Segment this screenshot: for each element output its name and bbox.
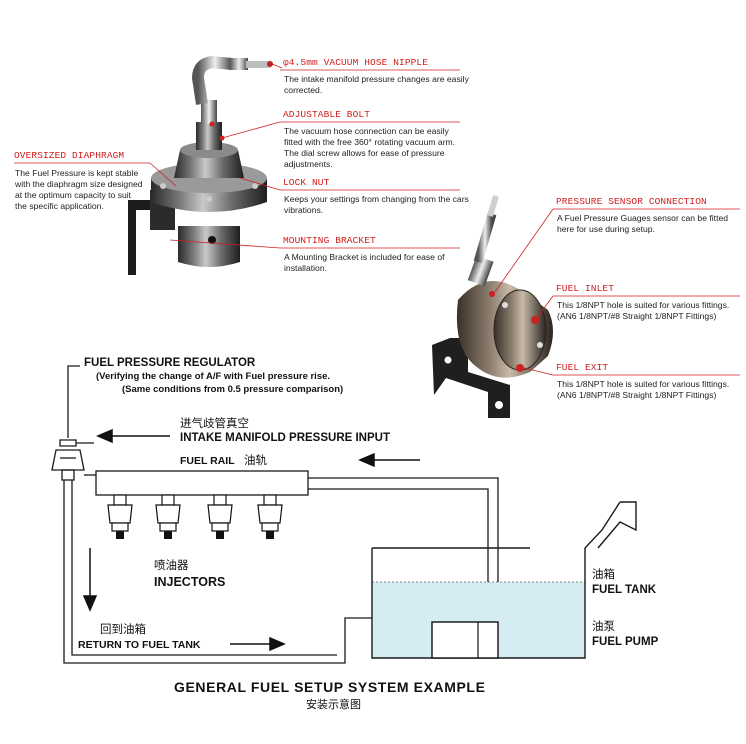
pump-label-cn: 油泵 bbox=[592, 619, 615, 633]
callout-oversized-diaphragm-body: The Fuel Pressure is kept stable with th… bbox=[15, 168, 143, 211]
callout-mounting-bracket-body: A Mounting Bracket is included for ease … bbox=[284, 252, 445, 273]
fuel-rail-label-cn: 油轨 bbox=[244, 453, 267, 467]
tank-label-cn: 油箱 bbox=[592, 567, 615, 581]
callout-lock-nut-title: LOCK NUT bbox=[283, 177, 330, 188]
return-label-cn: 回到油箱 bbox=[100, 622, 146, 636]
callout-fuel-inlet-body: This 1/8NPT hole is suited for various f… bbox=[557, 300, 730, 321]
intake-label-cn: 进气歧管真空 bbox=[180, 416, 249, 430]
regulator-photo-left bbox=[128, 55, 273, 275]
injectors-label-cn: 喷油器 bbox=[154, 558, 189, 572]
regulator-subtitle-1: (Verifying the change of A/F with Fuel p… bbox=[96, 371, 331, 382]
flow-arrows bbox=[82, 428, 420, 652]
callout-oversized-diaphragm-title: OVERSIZED DIAPHRAGM bbox=[14, 150, 125, 161]
callout-vacuum-nipple-body: The intake manifold pressure changes are… bbox=[284, 74, 469, 95]
callout-vacuum-nipple-title: φ4.5mm VACUUM HOSE NIPPLE bbox=[283, 57, 429, 68]
pump-label-en: FUEL PUMP bbox=[592, 636, 659, 648]
caption-en: GENERAL FUEL SETUP SYSTEM EXAMPLE bbox=[174, 679, 486, 695]
regulator-photo-right bbox=[432, 195, 553, 418]
injectors-group bbox=[107, 494, 283, 539]
callout-adjustable-bolt-body: The vacuum hose connection can be easily… bbox=[284, 126, 456, 169]
caption-cn: 安装示意图 bbox=[306, 698, 361, 711]
callout-leaders-right bbox=[494, 208, 740, 376]
return-label-en: RETURN TO FUEL TANK bbox=[78, 639, 201, 651]
callout-pressure-sensor-title: PRESSURE SENSOR CONNECTION bbox=[556, 196, 707, 207]
callout-fuel-inlet-title: FUEL INLET bbox=[556, 283, 615, 294]
injectors-label-en: INJECTORS bbox=[154, 575, 226, 589]
callout-fuel-exit-body: This 1/8NPT hole is suited for various f… bbox=[557, 379, 730, 400]
regulator-title: FUEL PRESSURE REGULATOR bbox=[84, 357, 256, 369]
intake-label-en: INTAKE MANIFOLD PRESSURE INPUT bbox=[180, 432, 390, 444]
callout-mounting-bracket-title: MOUNTING BRACKET bbox=[283, 235, 376, 246]
callout-leaders-left bbox=[14, 63, 460, 249]
fuel-system-schematic bbox=[51, 365, 499, 664]
fuel-pump bbox=[431, 621, 499, 659]
callout-adjustable-bolt-title: ADJUSTABLE BOLT bbox=[283, 109, 371, 120]
fuel-rail-label-en: FUEL RAIL bbox=[180, 455, 235, 467]
callout-lock-nut-body: Keeps your settings from changing from t… bbox=[284, 194, 469, 215]
callout-fuel-exit-title: FUEL EXIT bbox=[556, 362, 609, 373]
tank-label-en: FUEL TANK bbox=[592, 584, 657, 596]
callout-pressure-sensor-body: A Fuel Pressure Guages sensor can be fit… bbox=[557, 213, 729, 234]
regulator-subtitle-2: (Same conditions from 0.5 pressure compa… bbox=[122, 384, 344, 395]
